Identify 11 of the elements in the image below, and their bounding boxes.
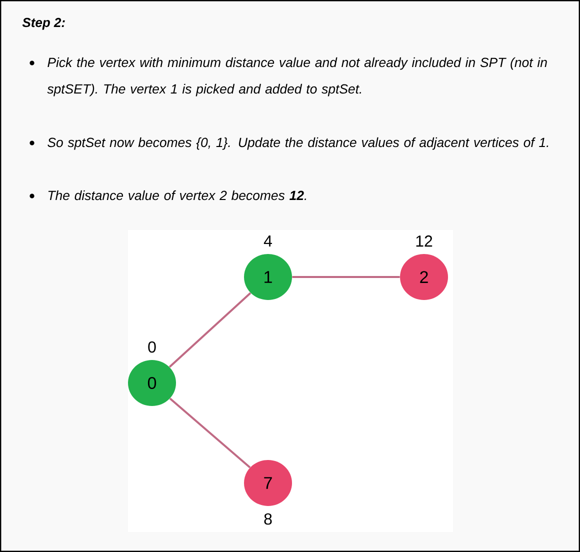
distance-label: 8	[264, 513, 272, 525]
bullet-text: Pick the vertex with minimum distance value and not already included in SPT (not in sptSET). The vertex 1 is picked and added to sptSet.	[47, 57, 547, 96]
edge-line	[292, 276, 400, 278]
edge-line	[169, 398, 251, 468]
edge-line	[168, 292, 252, 368]
distance-label: 12	[416, 235, 432, 247]
step-heading: Step 2:	[22, 18, 65, 30]
distance-label: 0	[148, 341, 156, 353]
distance-label: 4	[264, 236, 272, 246]
bullet-text: So sptSet now becomes {0, 1}. Update the distance values of adjacent vertices of 1.	[48, 137, 548, 150]
bullet-text: The distance value of vertex 2 becomes 12.	[48, 190, 306, 200]
